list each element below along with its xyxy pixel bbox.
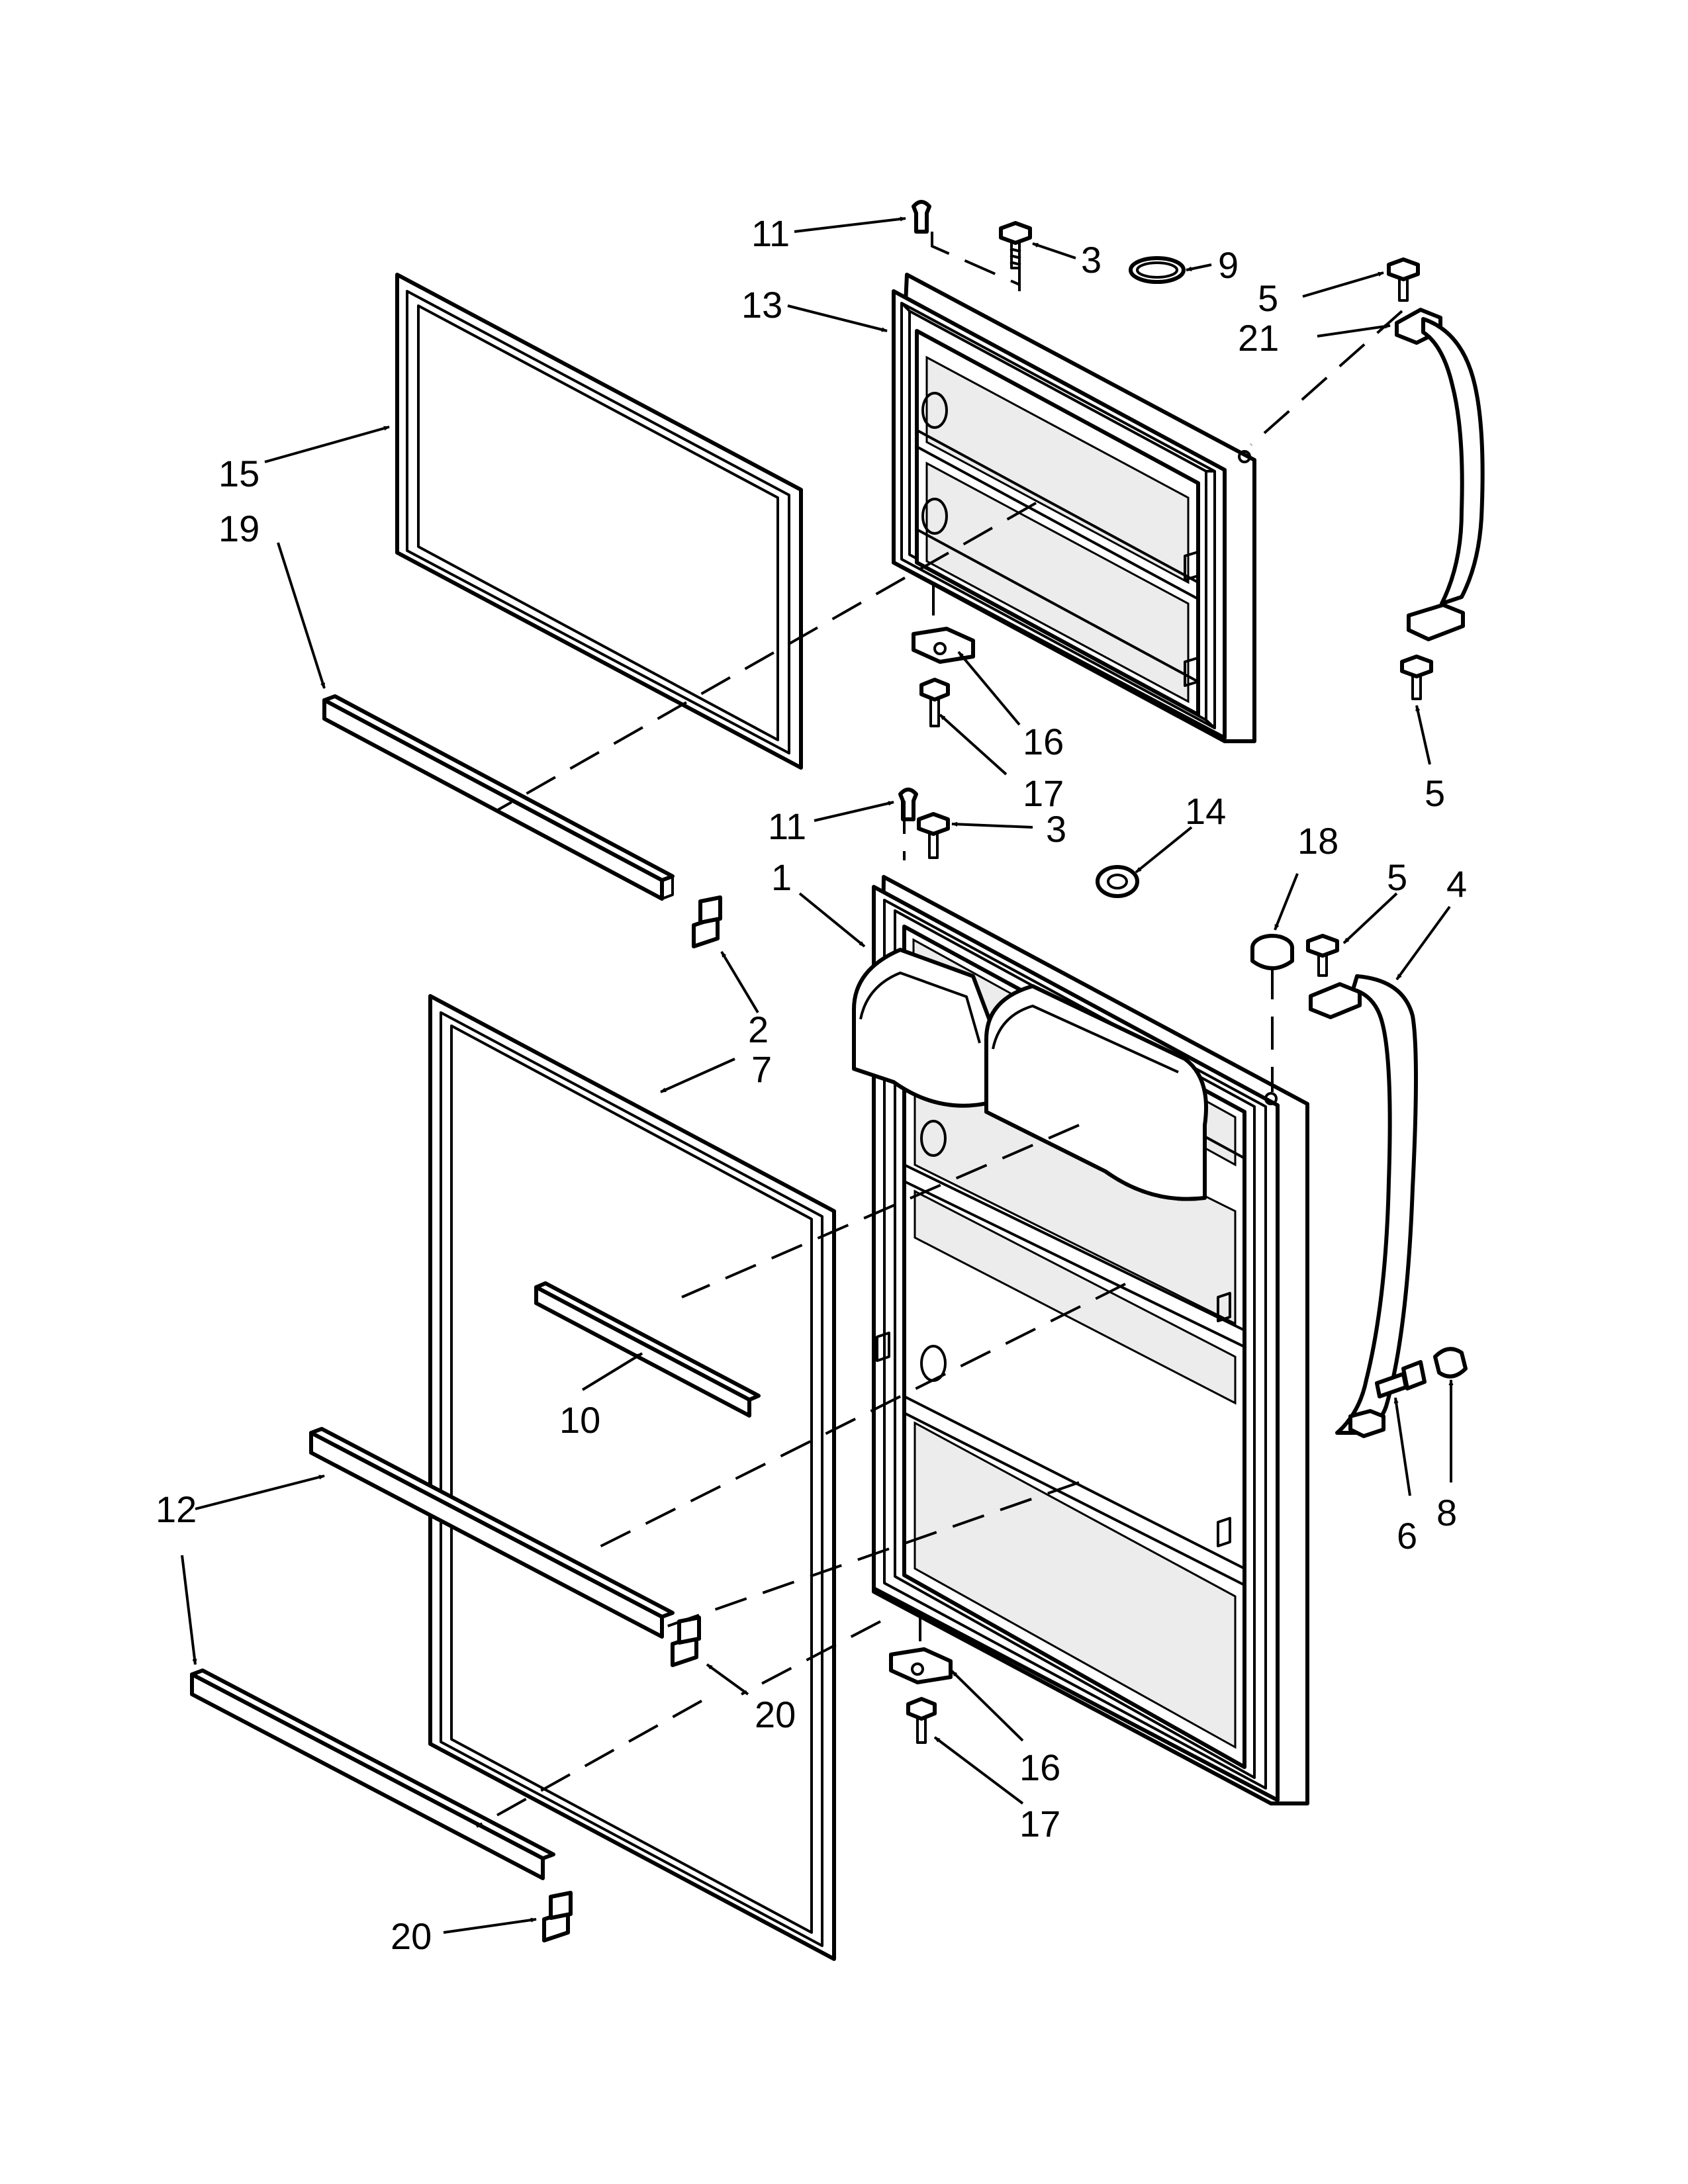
dairy-bin-right: [984, 984, 1208, 1201]
door-stop-bumper: [1096, 865, 1139, 898]
callout-8: 8: [1436, 1492, 1457, 1533]
callout-5: 5: [1387, 856, 1407, 898]
callout-4: 4: [1446, 863, 1467, 905]
alignment-lines: [476, 232, 1403, 1828]
callout-16: 16: [1019, 1747, 1060, 1788]
fresh-food-door-shelf-middle: [309, 1427, 675, 1639]
fresh-food-door-shelf-upper: [534, 1281, 761, 1418]
callout-13: 13: [741, 284, 782, 326]
freezer-handle: [1395, 308, 1485, 641]
handle-mounting-screw: [1375, 1360, 1427, 1398]
callout-17: 17: [1023, 772, 1064, 814]
callout-12: 12: [156, 1488, 197, 1530]
plug-ring: [1129, 256, 1186, 284]
fresh-food-handle-screw: [1306, 934, 1339, 977]
hole-plug: [1250, 934, 1294, 970]
callout-2: 2: [748, 1009, 769, 1050]
freezer-handle-screw-top: [1387, 257, 1420, 302]
callout-20: 20: [391, 1915, 432, 1957]
callout-11: 11: [768, 805, 806, 847]
callout-10: 10: [559, 1399, 600, 1441]
freezer-door: [892, 273, 1256, 743]
fresh-food-gasket: [428, 994, 836, 1961]
freezer-shelf-end-cap: [692, 895, 722, 948]
freezer-top-screw: [999, 221, 1032, 269]
fresh-food-top-screw: [917, 812, 950, 859]
shelf-end-cap-middle: [671, 1615, 701, 1667]
callout-labels: 11 3 9 5 21 13 15 19 16 17 5 11 3 14 18 …: [156, 212, 1467, 1957]
callout-19: 19: [218, 508, 259, 549]
callout-21: 21: [1238, 317, 1279, 359]
leader-arrows: [181, 216, 1454, 1934]
freezer-handle-screw-bottom: [1400, 655, 1433, 700]
callout-18: 18: [1297, 820, 1338, 862]
fresh-food-handle: [1309, 974, 1418, 1438]
callout-7: 7: [751, 1048, 772, 1090]
freezer-gasket: [395, 273, 803, 770]
freezer-hinge-screw: [919, 678, 950, 727]
freezer-door-shelf: [322, 694, 675, 901]
callout-9: 9: [1218, 244, 1239, 286]
fresh-food-door-shelf-lower: [190, 1668, 555, 1880]
callout-1: 1: [771, 856, 792, 898]
callout-15: 15: [218, 453, 259, 494]
callout-5: 5: [1425, 772, 1445, 814]
callout-16: 16: [1023, 721, 1064, 762]
fresh-food-hinge-screw: [906, 1697, 937, 1744]
screw-cap: [1433, 1347, 1468, 1379]
callout-6: 6: [1397, 1515, 1417, 1557]
callout-3: 3: [1081, 239, 1102, 281]
shelf-end-cap-lower: [542, 1891, 573, 1942]
freezer-top-pin: [912, 200, 931, 234]
callout-5: 5: [1258, 277, 1278, 319]
callout-20: 20: [755, 1694, 796, 1735]
fresh-food-hinge-bracket: [889, 1647, 953, 1684]
callout-11: 11: [751, 212, 790, 254]
callout-3: 3: [1046, 808, 1066, 850]
fresh-food-top-pin: [898, 788, 918, 821]
callout-14: 14: [1185, 790, 1226, 832]
callout-17: 17: [1019, 1803, 1060, 1844]
